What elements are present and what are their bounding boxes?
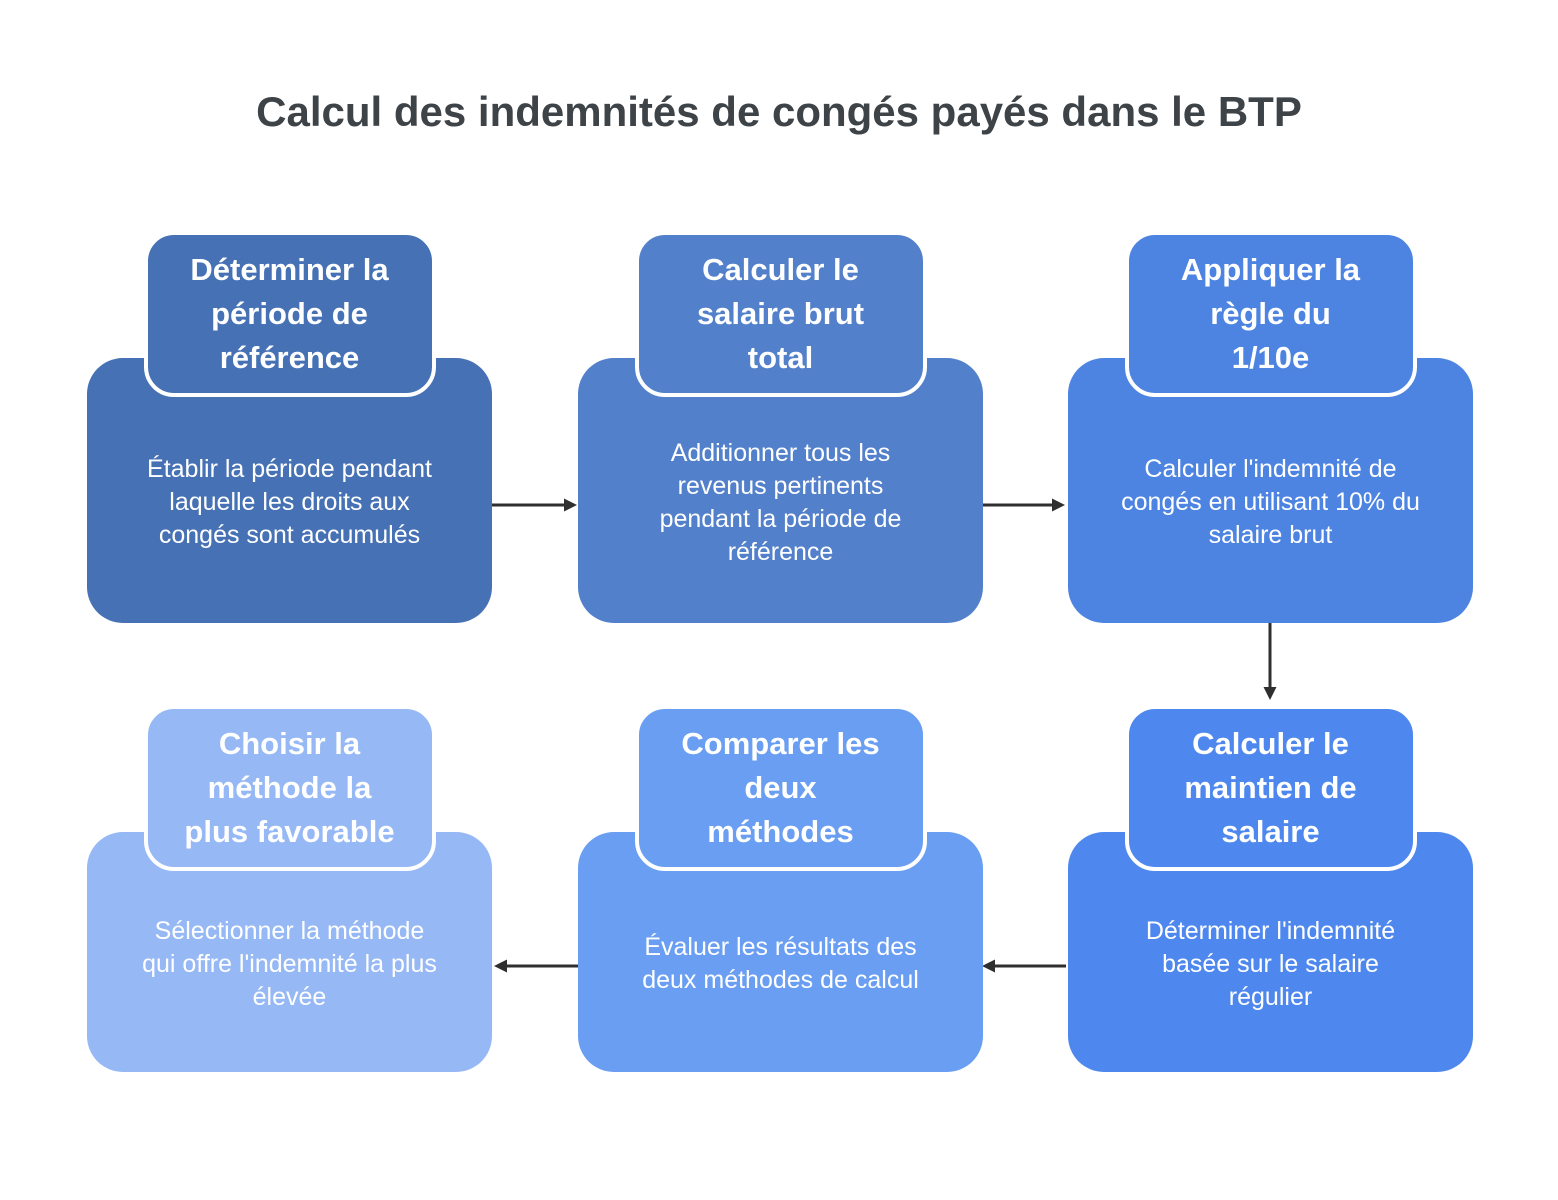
step-6-description: Déterminer l'indemnité basée sur le sala… <box>1145 916 1396 1011</box>
step-5-description: Évaluer les résultats des deux méthodes … <box>642 933 919 994</box>
step-1-title: Déterminer la période de référence <box>190 251 389 375</box>
step-3-title: Appliquer la règle du 1/10e <box>1180 251 1361 375</box>
step-1: Déterminer la période de référence Établ… <box>87 231 492 623</box>
step-2: Calculer le salaire brut total Additionn… <box>578 231 983 623</box>
step-1-body: Établir la période pendant laquelle les … <box>87 358 492 623</box>
step-5: Comparer les deux méthodes Évaluer les r… <box>578 705 983 1072</box>
step-1-description: Établir la période pendant laquelle les … <box>147 455 432 549</box>
step-5-title: Comparer les deux méthodes <box>681 725 880 849</box>
step-6-body: Déterminer l'indemnité basée sur le sala… <box>1068 832 1473 1072</box>
step-6: Calculer le maintien de salaire Détermin… <box>1068 705 1473 1072</box>
arrow-step3-to-step6-icon <box>1263 623 1277 700</box>
step-4-header: Choisir la méthode la plus favorable <box>143 705 436 871</box>
step-2-body: Additionner tous les revenus pertinents … <box>578 358 983 623</box>
step-2-description: Additionner tous les revenus pertinents … <box>659 438 902 566</box>
step-6-header: Calculer le maintien de salaire <box>1124 705 1417 871</box>
step-3: Appliquer la règle du 1/10e Calculer l'i… <box>1068 231 1473 623</box>
arrow-step5-to-step4-icon <box>494 959 578 973</box>
step-4-title: Choisir la méthode la plus favorable <box>184 725 395 849</box>
step-3-body: Calculer l'indemnité de congés en utilis… <box>1068 358 1473 623</box>
step-5-header: Comparer les deux méthodes <box>634 705 927 871</box>
step-4: Choisir la méthode la plus favorable Sél… <box>87 705 492 1072</box>
step-3-description: Calculer l'indemnité de congés en utilis… <box>1121 455 1420 549</box>
step-4-body: Sélectionner la méthode qui offre l'inde… <box>87 832 492 1072</box>
step-3-header: Appliquer la règle du 1/10e <box>1124 231 1417 397</box>
page-title: Calcul des indemnités de congés payés da… <box>256 88 1302 135</box>
step-2-title: Calculer le salaire brut total <box>696 251 865 375</box>
step-1-header: Déterminer la période de référence <box>143 231 436 397</box>
step-4-description: Sélectionner la méthode qui offre l'inde… <box>142 916 437 1011</box>
step-5-body: Évaluer les résultats des deux méthodes … <box>578 832 983 1072</box>
arrow-step1-to-step2-icon <box>492 498 577 512</box>
arrow-step6-to-step5-icon <box>982 959 1066 973</box>
arrow-step2-to-step3-icon <box>980 498 1065 512</box>
step-2-header: Calculer le salaire brut total <box>634 231 927 397</box>
step-6-title: Calculer le maintien de salaire <box>1184 725 1357 849</box>
